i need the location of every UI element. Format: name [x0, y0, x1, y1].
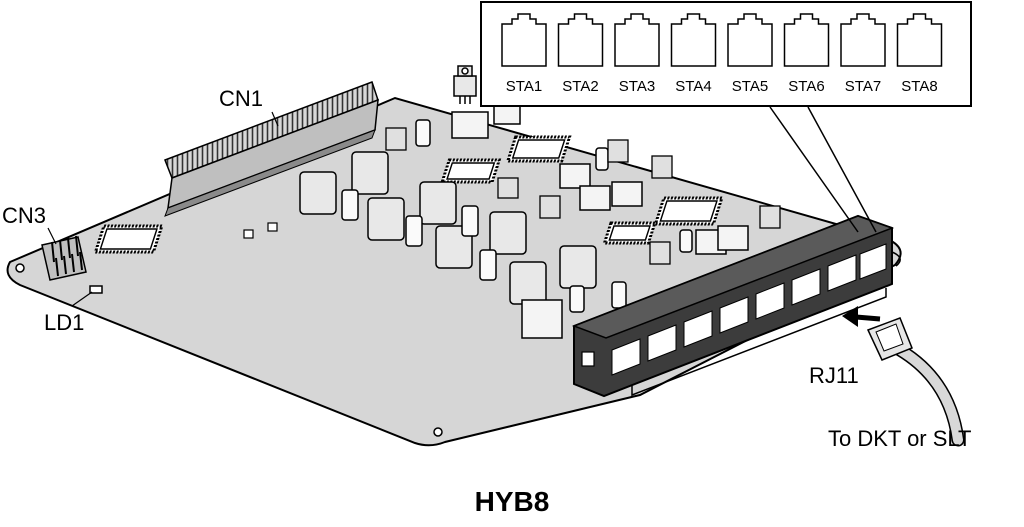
- leader-lines: [47, 111, 279, 307]
- port-label: STA3: [618, 78, 656, 95]
- cn3-connector: [41, 235, 87, 281]
- port-jack-icon: [501, 13, 547, 67]
- smd-chip: [243, 222, 278, 239]
- capacitor: [341, 119, 693, 313]
- cn1-label: CN1: [219, 86, 264, 111]
- rj11-label: RJ11: [809, 363, 859, 388]
- filter-component: [385, 127, 781, 265]
- port-label: STA5: [731, 78, 769, 95]
- port-jack-icon: [614, 13, 660, 67]
- port-jack-icon: [896, 13, 943, 67]
- port-label: STA2: [562, 78, 599, 95]
- transformer: [299, 151, 597, 305]
- port-label: STA7: [844, 78, 882, 95]
- cn1-connector: [164, 81, 379, 217]
- board-title: HYB8: [474, 486, 550, 517]
- ld1-label: LD1: [44, 310, 85, 335]
- port-jack-icon: [783, 13, 830, 67]
- insert-arrow: [842, 306, 881, 327]
- relay: [451, 103, 749, 339]
- board-edge-detail: [891, 251, 901, 267]
- port-jack-icon: [727, 13, 773, 67]
- port-label: STA8: [901, 78, 938, 95]
- port-label: STA1: [505, 78, 543, 95]
- ic-chip: [93, 135, 724, 254]
- port-jack-icon: [670, 13, 717, 67]
- port-label: STA4: [675, 78, 712, 95]
- rj11-bracket: [631, 288, 887, 397]
- voltage-regulator: [453, 65, 477, 104]
- to-device-label: To DKT or SLT: [828, 426, 972, 451]
- cable-plug: [866, 317, 965, 447]
- ld1-led: [89, 285, 103, 294]
- rj11-jack-block: [571, 214, 895, 398]
- port-jack-icon: [840, 13, 886, 67]
- port-icons: [501, 13, 943, 67]
- port-label: STA6: [788, 78, 825, 95]
- port-jack-icon: [557, 13, 604, 67]
- cn3-label: CN3: [2, 203, 47, 228]
